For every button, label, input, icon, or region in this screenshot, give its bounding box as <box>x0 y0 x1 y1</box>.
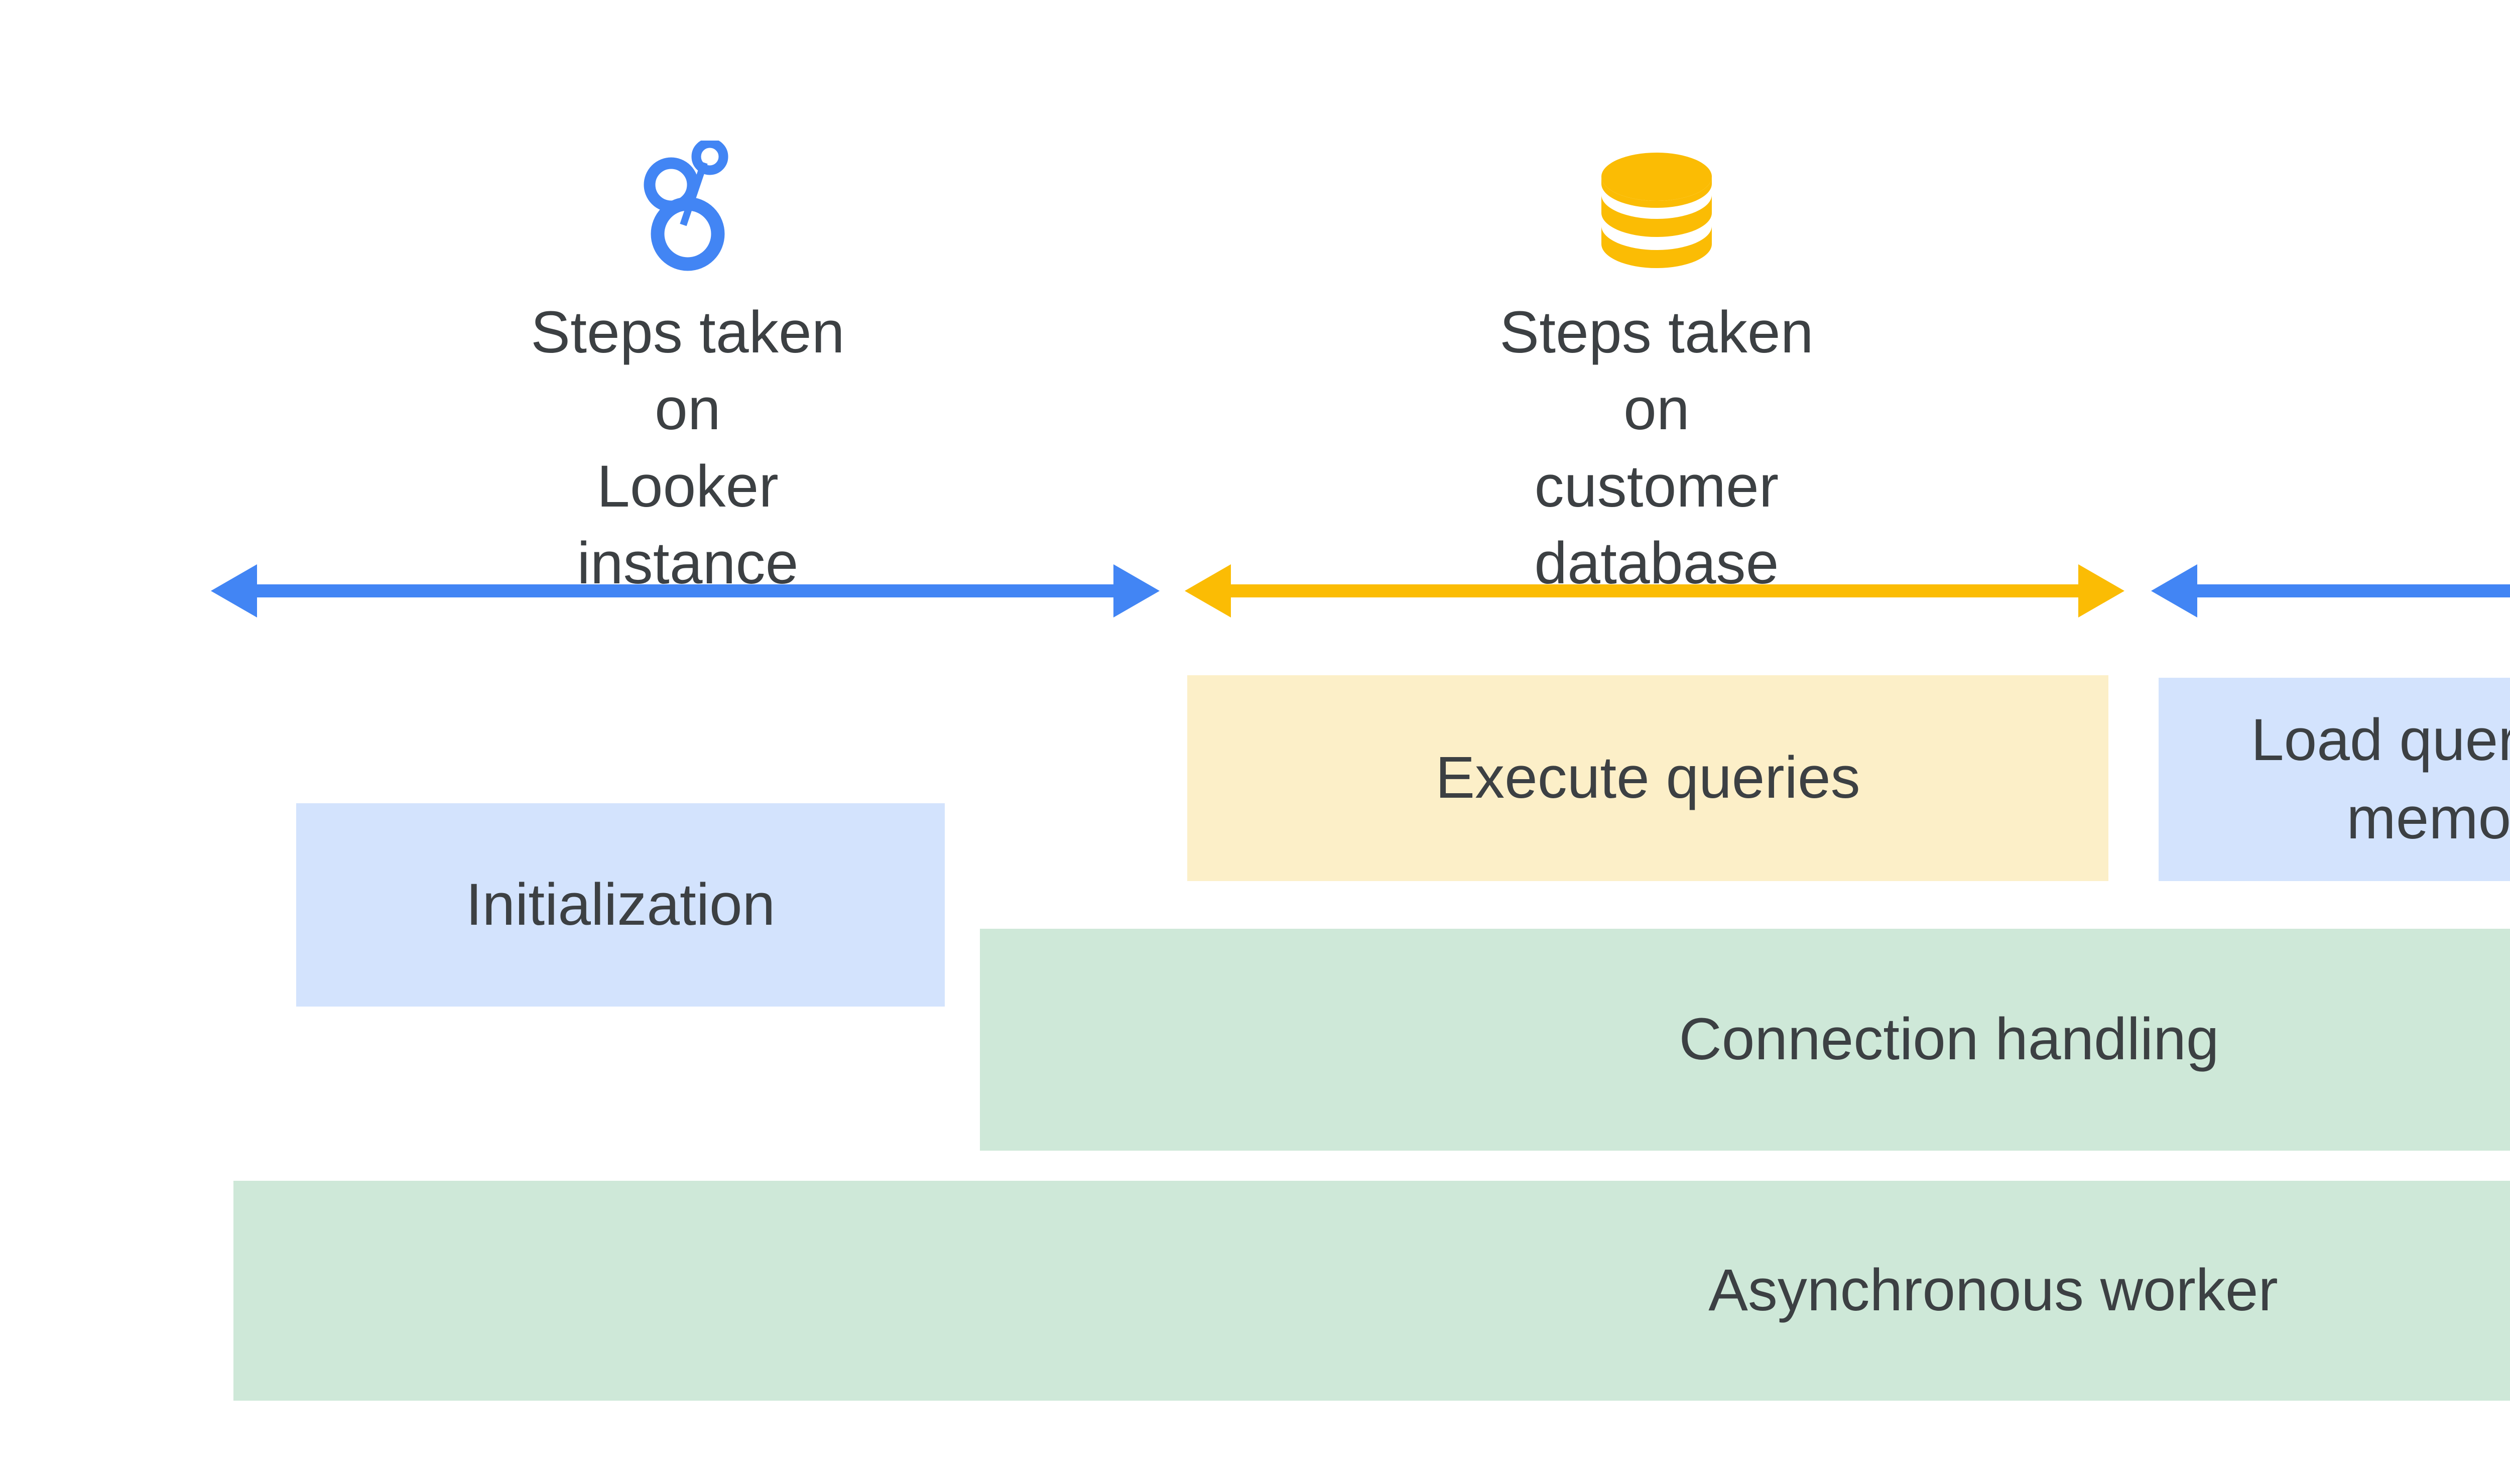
phase-box-label: Execute queries <box>1435 745 1860 811</box>
phase-box-asynchronous-worker[interactable]: Asynchronous worker <box>233 1181 2510 1401</box>
range-arrow-looker-right <box>2151 558 2510 624</box>
looker-logo-icon <box>640 138 735 271</box>
database-icon <box>1586 141 1727 271</box>
phase-box-label: Load queries in memory <box>2251 706 2510 851</box>
phase-box-label: Initialization <box>465 871 776 938</box>
legend-caption: Steps taken on Looker instance <box>531 299 845 597</box>
phase-box-label: Connection handling <box>1679 1006 2219 1073</box>
phase-box-execute-queries[interactable]: Execute queries <box>1187 675 2108 881</box>
phase-box-initialization[interactable]: Initialization <box>296 803 945 1007</box>
phase-box-label: Asynchronous worker <box>1708 1257 2278 1324</box>
phase-box-connection-handling[interactable]: Connection handling <box>980 929 2510 1151</box>
legend-group-looker-left: Steps taken on Looker instance <box>507 138 868 602</box>
range-arrow-customer-db <box>1185 558 2124 624</box>
range-arrow-looker-left <box>211 558 1160 624</box>
legend-group-customer-db: Steps taken on customer database <box>1476 141 1837 602</box>
legend-caption: Steps taken on customer database <box>1499 299 1814 597</box>
phase-box-load-queries[interactable]: Load queries in memory <box>2159 678 2510 881</box>
